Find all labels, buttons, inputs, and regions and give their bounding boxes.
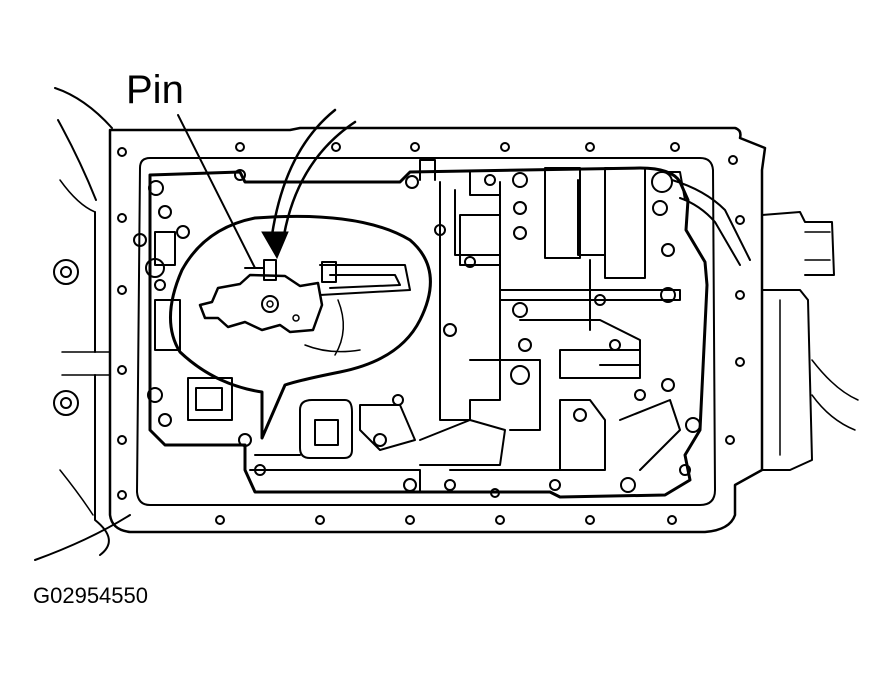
valve-body-hole [403,478,417,492]
valve-body-hole [254,464,266,476]
flange-bolt-hole [585,142,595,152]
valve-body-hole [392,394,404,406]
figure-id-label: G02954550 [33,583,148,608]
flange-bolt-hole [410,142,420,152]
valve-body-hole [434,224,446,236]
valve-body-hole [158,413,172,427]
pin-leader-line [177,114,256,269]
valve-body-hole [594,294,606,306]
flange-bolt-hole [500,142,510,152]
valve-body-hole [484,174,496,186]
flange-bolt-hole [235,142,245,152]
pan-inner-lip [136,157,716,506]
flange-bolt-hole [495,515,505,525]
valve-body-hole [634,389,646,401]
case-bolt-boss [53,259,79,285]
valve-body-channels [154,159,686,493]
valve-body-hole [513,226,527,240]
flange-bolt-hole [117,285,127,295]
flange-bolt-hole [735,215,745,225]
valve-body-hole [158,205,172,219]
valve-body-hole [490,488,500,498]
flange-bolt-hole [670,142,680,152]
valve-body-hole [512,172,528,188]
valve-body-hole [661,378,675,392]
transmission-case [34,87,131,561]
valve-body-hole [176,225,190,239]
valve-body-hole [573,408,587,422]
flange-bolt-hole [728,155,738,165]
valve-body-hole [154,279,166,291]
valve-body-hole [679,464,691,476]
case-bolt-boss [53,390,79,416]
pan-flange-outline [108,126,767,534]
pin-callout-label: Pin [126,68,184,112]
valve-body-hole [405,175,419,189]
valve-body-hole [651,171,673,193]
valve-body-hole [685,417,701,433]
valve-body-hole [609,339,621,351]
flange-bolt-hole [117,490,127,500]
flange-bolt-hole [117,435,127,445]
valve-body-hole [661,243,675,257]
valve-body-hole [518,338,532,352]
flange-bolt-hole [117,147,127,157]
flange-bolt-hole [585,515,595,525]
valve-body-hole [652,200,668,216]
valve-body-hole [373,433,387,447]
valve-body-hole [443,323,457,337]
flange-bolt-hole [725,435,735,445]
valve-body-hole [464,256,476,268]
detached-valve-piece [198,273,324,334]
valve-body-hole [148,180,164,196]
flange-bolt-holes [117,142,745,525]
flange-bolt-hole [117,365,127,375]
valve-body-hole [512,302,528,318]
flange-bolt-hole [735,357,745,367]
flange-bolt-hole [331,142,341,152]
flange-bolt-hole [667,515,677,525]
removal-arrow-icon [261,108,357,260]
flange-bolt-hole [117,213,127,223]
flange-bolt-hole [735,290,745,300]
valve-body-hole [238,433,252,447]
valve-body-hole [234,169,246,181]
pin-part [244,259,277,281]
flange-bolt-hole [215,515,225,525]
magnified-callout [169,214,432,440]
valve-body-hole [133,233,147,247]
valve-body-hole [147,387,163,403]
flange-bolt-hole [315,515,325,525]
valve-body-hole [549,479,561,491]
valve-body-hole [145,258,165,278]
valve-body-hole [444,479,456,491]
valve-body-holes [133,169,701,498]
valve-body-hole [510,365,530,385]
valve-body-hole [660,287,676,303]
extension-housing [761,211,859,471]
valve-body-hole [620,477,636,493]
valve-body-hole [513,201,527,215]
flange-bolt-hole [405,515,415,525]
